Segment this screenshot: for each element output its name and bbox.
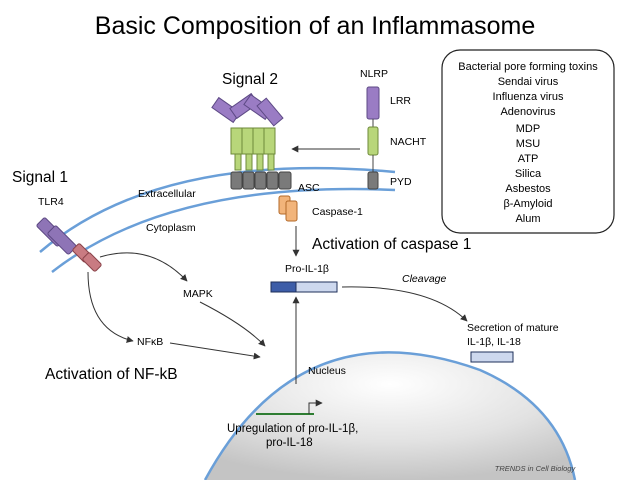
cell-membrane-outer <box>39 166 396 253</box>
nlrp-nacht-domain <box>367 126 379 156</box>
pro-il-1b-mature-domain <box>295 281 338 293</box>
pyd-label: PYD <box>390 176 412 188</box>
signal-2-label: Signal 2 <box>222 71 278 88</box>
nacht-label: NACHT <box>390 136 427 148</box>
secretion-label-line2: IL-1β, IL-18 <box>467 336 521 348</box>
trigger-list-box <box>441 49 615 234</box>
nuclear-envelope <box>203 351 577 480</box>
signal-1-label: Signal 1 <box>12 169 68 186</box>
caspase-1-label: Caspase-1 <box>312 206 363 218</box>
lrr-label: LRR <box>390 95 411 107</box>
cleavage-arrow <box>341 286 468 322</box>
trigger-item: Silica <box>515 168 542 180</box>
extracellular-label: Extracellular <box>138 188 196 200</box>
tlr4-to-nfkb-arrow <box>87 271 134 343</box>
nlrp-pyd-domain <box>367 171 379 190</box>
nfkb-to-nucleus-arrow <box>169 342 261 360</box>
upregulation-label-line2: pro-IL-18 <box>266 437 313 449</box>
cleavage-label: Cleavage <box>402 273 447 285</box>
mapk-label: MAPK <box>183 288 213 300</box>
diagram-title: Basic Composition of an Inflammasome <box>95 12 535 40</box>
trigger-item: Adenovirus <box>500 106 556 118</box>
trigger-item: Bacterial pore forming toxins <box>458 61 598 73</box>
nlrp-label: NLRP <box>360 68 388 80</box>
trigger-list: Bacterial pore forming toxins Sendai vir… <box>458 61 598 225</box>
cytoplasm-label: Cytoplasm <box>146 222 196 234</box>
nlrp-lrr-domain <box>366 86 380 120</box>
secretion-label-line1: Secretion of mature <box>467 322 559 334</box>
pro-il-1b-prodomain <box>270 281 297 293</box>
activation-caspase-1-label: Activation of caspase 1 <box>312 236 471 253</box>
trigger-item: Influenza virus <box>493 91 564 103</box>
trigger-item: Sendai virus <box>498 76 559 88</box>
tlr4-label: TLR4 <box>38 196 64 208</box>
upregulation-label-line1: Upregulation of pro-IL-1β, <box>227 423 358 435</box>
trigger-item: Alum <box>515 213 540 225</box>
trigger-item: ATP <box>518 153 539 165</box>
trigger-item: MSU <box>516 138 541 150</box>
caspase-1-lower <box>285 200 298 222</box>
cell-membrane-inner <box>51 187 396 273</box>
tlr4-to-mapk-arrow <box>99 252 188 282</box>
nucleus <box>205 352 575 480</box>
asc-label: ASC <box>298 182 320 194</box>
source-credit: TRENDS in Cell Biology <box>495 464 577 473</box>
pro-il-1b-label: Pro-IL-1β <box>285 263 329 275</box>
trigger-item: Asbestos <box>505 183 551 195</box>
nfkb-label: NFκB <box>137 336 163 348</box>
inflammasome-pyd-domains <box>230 171 279 190</box>
tlr4-tir-domain-b <box>82 252 102 272</box>
activation-nfkb-label: Activation of NF-kB <box>45 366 178 383</box>
mapk-to-nucleus-arrow <box>199 301 266 347</box>
trigger-item: β-Amyloid <box>503 198 552 210</box>
mature-il-1b <box>470 351 514 363</box>
inflammasome-nacht-domains <box>230 127 276 171</box>
transcription-start-arrow <box>308 399 323 414</box>
inflammasome-lrr-domains <box>211 92 284 127</box>
asc-adaptor <box>278 171 292 190</box>
trigger-item: MDP <box>516 123 540 135</box>
nucleus-label: Nucleus <box>308 365 346 377</box>
